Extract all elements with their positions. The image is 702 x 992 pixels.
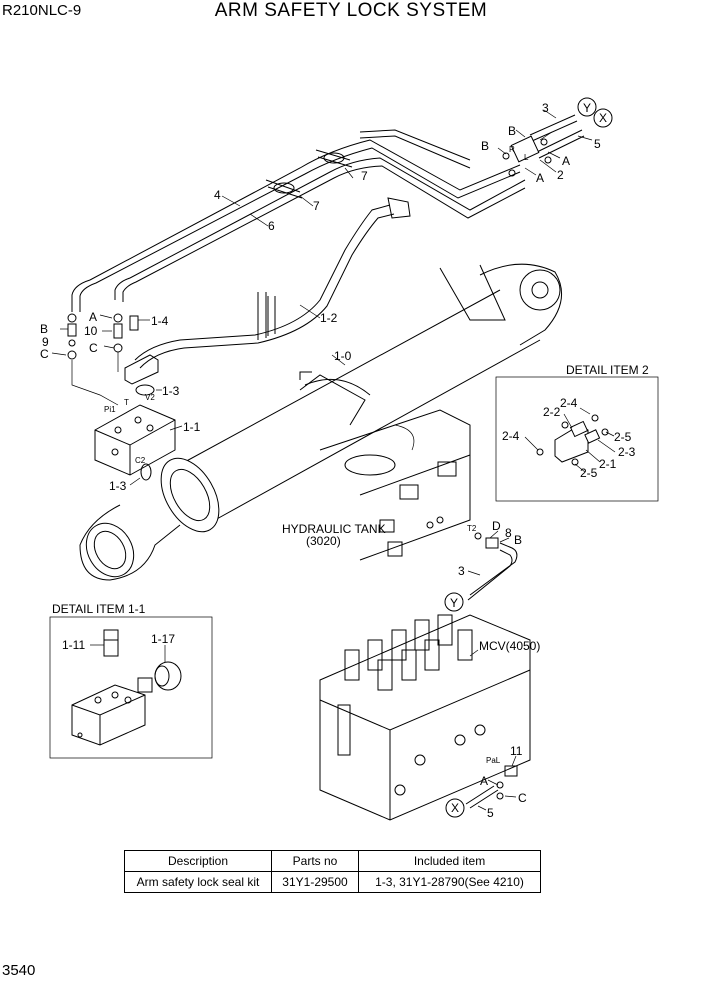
detail-item-2-heading: DETAIL ITEM 2 [566, 363, 649, 377]
table-row: Arm safety lock seal kit 31Y1-29500 1-3,… [124, 871, 541, 893]
label-2-4b: 2-4 [502, 429, 520, 443]
top-right-fittings [502, 114, 585, 177]
safety-valve [94, 354, 176, 476]
label-1-17: 1-17 [151, 632, 175, 646]
label-item-5-top: 5 [594, 137, 601, 151]
label-b-top2: B [481, 139, 489, 153]
table-header-row: Description Parts no Included item [124, 850, 541, 872]
tank-fittings [467, 532, 518, 601]
mcv-fittings [465, 765, 518, 809]
label-mcv-a: A [480, 774, 488, 788]
main-control-valve [319, 614, 531, 821]
hose-clamp-7a [315, 149, 353, 168]
table-cell: 31Y1-29500 [271, 871, 359, 893]
circle-x-top: X [593, 108, 613, 128]
leader-lines [51, 109, 616, 811]
table-cell: Arm safety lock seal kit [124, 871, 272, 893]
page-number: 3540 [2, 962, 36, 979]
label-port-t2: T2 [467, 524, 477, 533]
label-clamp-7b: 7 [313, 199, 320, 213]
table-cell: 1-3, 31Y1-28790(See 4210) [358, 871, 541, 893]
label-b-top1: B [508, 124, 516, 138]
pipe-1-2 [134, 197, 411, 369]
label-tank-3: 3 [458, 564, 465, 578]
label-port-pi1: Pi1 [104, 405, 116, 414]
label-arm-cylinder: 1-0 [334, 349, 352, 363]
circle-y-top: Y [577, 97, 597, 117]
label-left-9: 9 [42, 335, 49, 349]
left-fittings [67, 313, 155, 481]
label-clamp-7a: 7 [361, 169, 368, 183]
model-code: R210NLC-9 [2, 2, 82, 19]
circle-y-tank: Y [444, 592, 464, 612]
label-port-pal: PaL [486, 756, 501, 765]
svg-text:X: X [451, 801, 459, 815]
svg-text:Y: Y [583, 101, 591, 115]
label-hose-6: 6 [268, 219, 275, 233]
detail-item-1-1-parts [71, 629, 182, 746]
label-tank-8: 8 [505, 526, 512, 540]
detail-item-2-box [495, 376, 659, 502]
label-2-1: 2-1 [599, 457, 617, 471]
label-port-t: T [124, 398, 129, 407]
label-item-3-top: 3 [542, 101, 549, 115]
label-oring-1-3a: 1-3 [162, 384, 180, 398]
label-mcv-11: 11 [510, 744, 523, 758]
hose-clamp-7b [265, 179, 303, 199]
label-2-2: 2-2 [543, 405, 561, 419]
label-tank-b: B [514, 533, 522, 547]
label-port-v2: V2 [145, 393, 155, 402]
label-2-5b: 2-5 [580, 466, 598, 480]
label-mcv-c: C [518, 791, 527, 805]
label-port-c2: C2 [135, 456, 146, 465]
label-left-c: C [89, 341, 98, 355]
hydraulic-tank [319, 409, 471, 561]
detail-item-1-1-heading: DETAIL ITEM 1-1 [52, 602, 146, 616]
label-a-top1: A [562, 154, 570, 168]
label-tank-ref: (3020) [306, 534, 341, 548]
label-mcv: MCV(4050) [479, 639, 540, 653]
arm-cylinder [79, 263, 562, 581]
table-header: Parts no [271, 850, 359, 872]
circle-x-mcv: X [445, 798, 465, 818]
parts-table: Description Parts no Included item Arm s… [124, 850, 541, 893]
label-left-10: 10 [84, 324, 98, 338]
label-2-3: 2-3 [618, 445, 636, 459]
label-bolt-1-4: 1-4 [151, 314, 169, 328]
label-mcv-5: 5 [487, 806, 494, 820]
label-left-c2: C [40, 347, 49, 361]
label-1-11: 1-11 [62, 638, 85, 652]
label-hose-4: 4 [214, 188, 221, 202]
table-header: Included item [358, 850, 541, 872]
label-tank-d: D [492, 519, 501, 533]
label-port-l: L [524, 153, 529, 162]
detail-item-2-parts [536, 414, 609, 466]
label-item-2-top: 2 [557, 168, 564, 182]
detail-item-1-1-box [49, 616, 213, 759]
label-a-top2: A [536, 171, 544, 185]
table-header: Description [124, 850, 272, 872]
label-left-b: B [40, 322, 48, 336]
svg-text:X: X [599, 111, 607, 125]
label-2-4a: 2-4 [560, 396, 578, 410]
svg-text:Y: Y [450, 596, 458, 610]
label-tank: HYDRAULIC TANK [282, 522, 386, 536]
label-pipe-1-2: 1-2 [320, 311, 338, 325]
label-left-a: A [89, 310, 97, 324]
label-safety-valve: 1-1 [183, 420, 201, 434]
label-port-r: R [509, 145, 515, 154]
label-2-5a: 2-5 [614, 430, 632, 444]
hose-assembly [71, 129, 526, 312]
page-title: ARM SAFETY LOCK SYSTEM [214, 0, 488, 21]
label-oring-1-3b: 1-3 [109, 479, 127, 493]
